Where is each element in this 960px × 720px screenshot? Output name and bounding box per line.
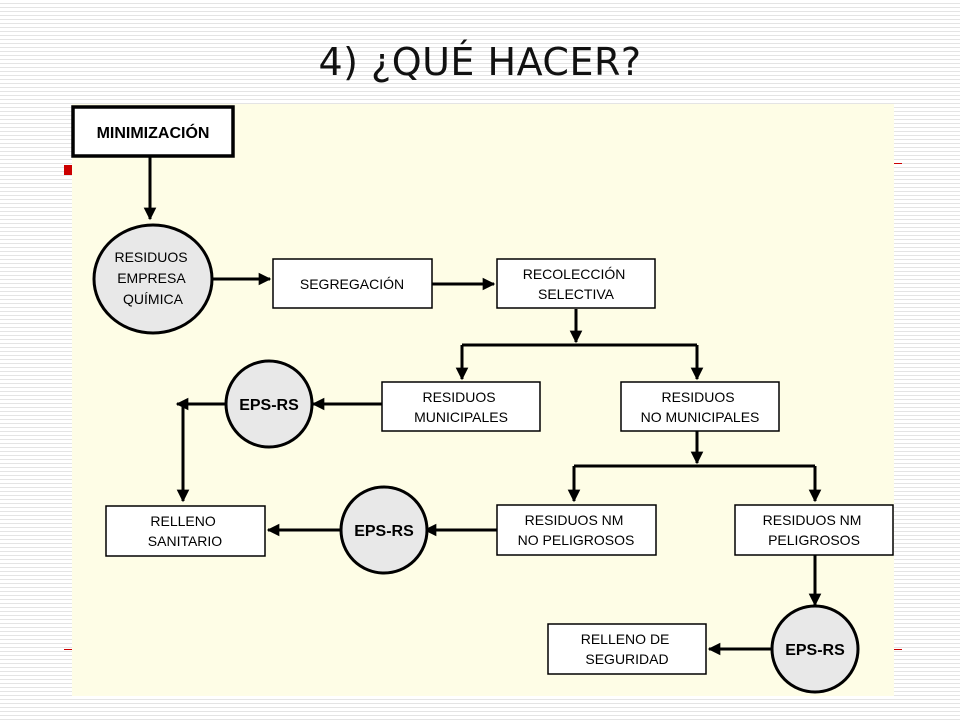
node-minimizacion: MINIMIZACIÓN [71, 105, 235, 158]
red-accent-line-bottom [64, 649, 74, 650]
node-minimizacion-label: MINIMIZACIÓN [97, 123, 210, 142]
svg-text:RESIDUOS MUNICIPALES: RESIDUOS MUNICIPALES [414, 389, 508, 425]
node-residuos-nm-peligrosos-line1: RESIDUOS NM [763, 512, 862, 528]
node-residuos-nm-no-peligrosos: RESIDUOS NM NO PELIGROSOS [496, 504, 657, 556]
node-relleno-sanitario-line1: RELLENO [150, 513, 215, 529]
node-recoleccion-line2: SELECTIVA [538, 286, 615, 302]
node-residuos-no-municipales: RESIDUOS NO MUNICIPALES [620, 381, 780, 432]
node-relleno-seguridad-line2: SEGURIDAD [585, 651, 668, 667]
node-segregacion: SEGREGACIÓN [272, 258, 433, 309]
node-residuos-empresa-line1: RESIDUOS [114, 249, 187, 265]
node-residuos-municipales-line2: MUNICIPALES [414, 409, 508, 425]
node-eps-rs-3: EPS-RS [770, 604, 860, 694]
red-accent-line-top [890, 163, 902, 164]
node-eps-rs-2-label: EPS-RS [354, 523, 414, 540]
node-residuos-empresa-line3: QUÍMICA [123, 291, 184, 307]
red-accent-line-bottom-right [890, 649, 902, 650]
node-eps-rs-1: EPS-RS [224, 359, 314, 449]
node-eps-rs-1-label: EPS-RS [239, 397, 299, 414]
node-residuos-no-municipales-line2: NO MUNICIPALES [641, 409, 760, 425]
node-eps-rs-3-label: EPS-RS [785, 642, 845, 659]
node-residuos-empresa-line2: EMPRESA [117, 270, 186, 286]
svg-text:RESIDUOS NM PELIGROSOS: RESIDUOS NM PELIGROSOS [763, 512, 866, 548]
svg-text:RESIDUOS EMPRESA Q: RESIDUOS EMPRESA QUÍMICA [114, 249, 191, 307]
node-residuos-nm-no-peligrosos-line1: RESIDUOS NM [525, 512, 624, 528]
node-residuos-municipales-line1: RESIDUOS [422, 389, 495, 405]
node-relleno-sanitario-line2: SANITARIO [148, 533, 223, 549]
svg-text:RELLENO SANITARIO: RELLENO SANITARIO [148, 513, 223, 549]
node-residuos-nm-peligrosos-line2: PELIGROSOS [768, 532, 860, 548]
node-relleno-sanitario: RELLENO SANITARIO [105, 505, 266, 557]
node-relleno-seguridad-line1: RELLENO DE [581, 631, 670, 647]
node-residuos-empresa: RESIDUOS EMPRESA QUÍMICA [92, 223, 214, 335]
node-residuos-no-municipales-line1: RESIDUOS [661, 389, 734, 405]
node-relleno-seguridad: RELLENO DE SEGURIDAD [547, 623, 707, 675]
slide-title: 4) ¿QUÉ HACER? [318, 40, 642, 84]
node-residuos-nm-peligrosos: RESIDUOS NM PELIGROSOS [734, 504, 894, 556]
node-recoleccion-line1: RECOLECCIÓN [523, 266, 626, 282]
svg-text:RELLENO DE SEGURIDAD: RELLENO DE SEGURIDAD [581, 631, 674, 667]
node-recoleccion: RECOLECCIÓN SELECTIVA [496, 258, 656, 309]
node-residuos-nm-no-peligrosos-line2: NO PELIGROSOS [518, 532, 635, 548]
svg-text:RESIDUOS NO MUNICIPALES: RESIDUOS NO MUNICIPALES [641, 389, 760, 425]
svg-text:RESIDUOS NM NO PELIGROSO: RESIDUOS NM NO PELIGROSOS [518, 512, 635, 548]
svg-text:RECOLECCIÓN SELECTIVA: RECOLECCIÓN SELECTIVA [523, 266, 630, 302]
node-eps-rs-2: EPS-RS [339, 485, 429, 575]
node-residuos-municipales: RESIDUOS MUNICIPALES [381, 381, 541, 432]
node-segregacion-label: SEGREGACIÓN [300, 276, 404, 292]
red-bullet-marker [64, 165, 73, 175]
